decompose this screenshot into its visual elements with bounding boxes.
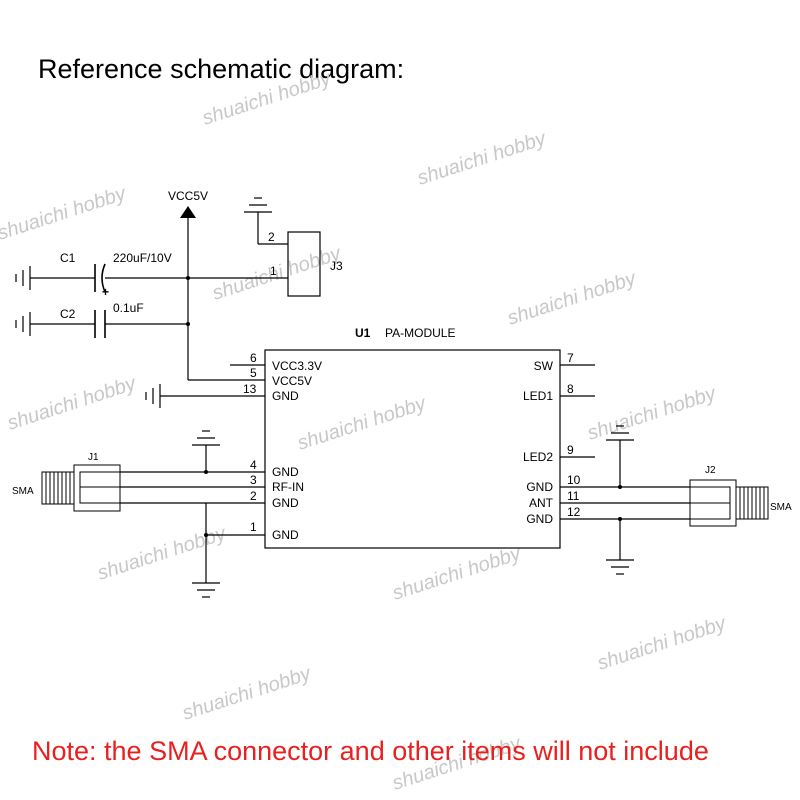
u1-name: PA-MODULE bbox=[385, 326, 455, 340]
u1-pin-number: 12 bbox=[567, 505, 581, 519]
u1-pin-label: VCC5V bbox=[272, 374, 312, 388]
ground-icon bbox=[606, 425, 634, 441]
u1-pin-label: GND bbox=[272, 465, 299, 479]
c1-ref: C1 bbox=[60, 251, 76, 265]
power-arrow-icon bbox=[180, 206, 196, 218]
ground-icon bbox=[145, 384, 161, 408]
j2-ref: J2 bbox=[705, 465, 716, 476]
watermarks: shuaichi hobby shuaichi hobby shuaichi h… bbox=[0, 67, 729, 794]
sma-connector-j2: J2 SMA bbox=[689, 465, 792, 527]
u1-pin-label: GND bbox=[272, 389, 299, 403]
j1-ref: J1 bbox=[88, 452, 99, 463]
watermark-text: shuaichi hobby bbox=[505, 267, 640, 329]
c2-ref: C2 bbox=[60, 307, 76, 321]
u1-pin-label: RF-IN bbox=[272, 480, 304, 494]
watermark-text: shuaichi hobby bbox=[595, 612, 730, 674]
c1-polarity: + bbox=[102, 285, 109, 299]
u1-pin-label: GND bbox=[526, 480, 553, 494]
u1-pin-number: 2 bbox=[250, 489, 257, 503]
ground-icon bbox=[606, 559, 634, 575]
watermark-text: shuaichi hobby bbox=[5, 372, 140, 434]
u1-pin-label: GND bbox=[272, 496, 299, 510]
capacitor-c1: C1 220uF/10V + bbox=[60, 251, 172, 299]
j3-ref: J3 bbox=[330, 259, 343, 273]
ground-icon bbox=[15, 312, 31, 336]
u1-pin-number: 13 bbox=[243, 382, 257, 396]
wires bbox=[30, 212, 690, 583]
junctions bbox=[186, 276, 622, 537]
ground-icon bbox=[244, 197, 272, 213]
u1-pin-label: LED1 bbox=[523, 389, 553, 403]
watermark-text: shuaichi hobby bbox=[210, 242, 345, 304]
j3-pin2-number: 2 bbox=[268, 230, 275, 244]
watermark-text: shuaichi hobby bbox=[390, 542, 525, 604]
u1-pin-number: 1 bbox=[250, 520, 257, 534]
u1-pin-number: 9 bbox=[567, 443, 574, 457]
j2-type: SMA bbox=[770, 502, 792, 513]
watermark-text: shuaichi hobby bbox=[95, 522, 230, 584]
u1-pin-number: 3 bbox=[250, 473, 257, 487]
watermark-text: shuaichi hobby bbox=[180, 662, 315, 724]
j1-type: SMA bbox=[12, 486, 34, 497]
watermark-text: shuaichi hobby bbox=[585, 382, 720, 444]
u1-pin-number: 4 bbox=[250, 458, 257, 472]
u1-pin-label: ANT bbox=[529, 496, 554, 510]
u1-pin-number: 6 bbox=[250, 351, 257, 365]
u1-pin-label: SW bbox=[534, 359, 554, 373]
u1-pin-label: GND bbox=[272, 528, 299, 542]
j3-pin1-number: 1 bbox=[270, 264, 277, 278]
disclaimer-note: Note: the SMA connector and other items … bbox=[32, 736, 709, 766]
u1-pin-number: 10 bbox=[567, 473, 581, 487]
ground-symbols bbox=[15, 197, 634, 598]
sma-connector-j1: J1 SMA bbox=[12, 452, 121, 512]
u1-pin-number: 11 bbox=[567, 489, 580, 503]
u1-pin-number: 7 bbox=[567, 351, 574, 365]
u1-pin-number: 8 bbox=[567, 382, 574, 396]
ground-icon bbox=[15, 266, 31, 290]
c1-value: 220uF/10V bbox=[113, 251, 172, 265]
u1-pin-number: 5 bbox=[250, 366, 257, 380]
c2-value: 0.1uF bbox=[113, 301, 144, 315]
ground-icon bbox=[192, 582, 220, 598]
u1-pin-label: GND bbox=[526, 512, 553, 526]
watermark-text: shuaichi hobby bbox=[0, 182, 129, 244]
watermark-text: shuaichi hobby bbox=[295, 392, 430, 454]
watermark-text: shuaichi hobby bbox=[200, 67, 335, 129]
module-u1: U1 PA-MODULE 6 VCC3.3V 5 VCC5V 13 GND 4 … bbox=[243, 326, 581, 549]
page-heading: Reference schematic diagram: bbox=[38, 54, 405, 84]
vcc5v-power-symbol: VCC5V bbox=[168, 189, 208, 218]
watermark-text: shuaichi hobby bbox=[415, 127, 550, 189]
ground-icon bbox=[192, 430, 220, 446]
u1-pin-label: VCC3.3V bbox=[272, 359, 322, 373]
vcc5v-label: VCC5V bbox=[168, 189, 208, 203]
u1-ref: U1 bbox=[355, 326, 371, 340]
u1-pin-label: LED2 bbox=[523, 450, 553, 464]
capacitor-c2: C2 0.1uF bbox=[60, 301, 144, 338]
connector-j3: 2 1 J3 bbox=[268, 230, 343, 297]
